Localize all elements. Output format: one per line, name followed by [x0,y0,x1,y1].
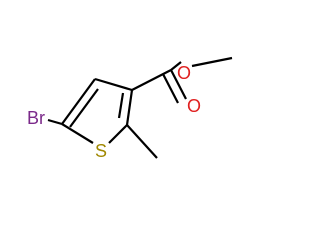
bond-c5-s [61,123,94,144]
bond-c2-methyl [126,124,158,159]
bond-carbonyl-double-a [170,69,187,100]
bond-carbonyl-c-ester-o [170,61,182,71]
bond-c3-c4 [94,77,133,92]
bond-carbonyl-double-b [162,73,179,104]
molecule-canvas: Br S O O [27,56,233,161]
bond-c2-c3-double [117,92,125,119]
atom-bromine-label: Br [27,108,45,128]
structure-diagram: Br S O O [27,56,233,161]
bond-c4-c5 [61,78,96,125]
bond-ester-o-methyl [191,56,233,68]
atom-carbonyl-oxygen-label: O [187,96,201,116]
bond-s-c2 [108,124,128,144]
bond-c3-carbonyl-carbon [131,69,172,91]
bond-c4-c5-double [69,88,99,128]
bond-c2-c3 [125,89,134,126]
atom-sulfur-label: S [95,141,107,161]
atom-ester-oxygen-label: O [177,63,191,83]
bond-c5-br [47,118,63,126]
